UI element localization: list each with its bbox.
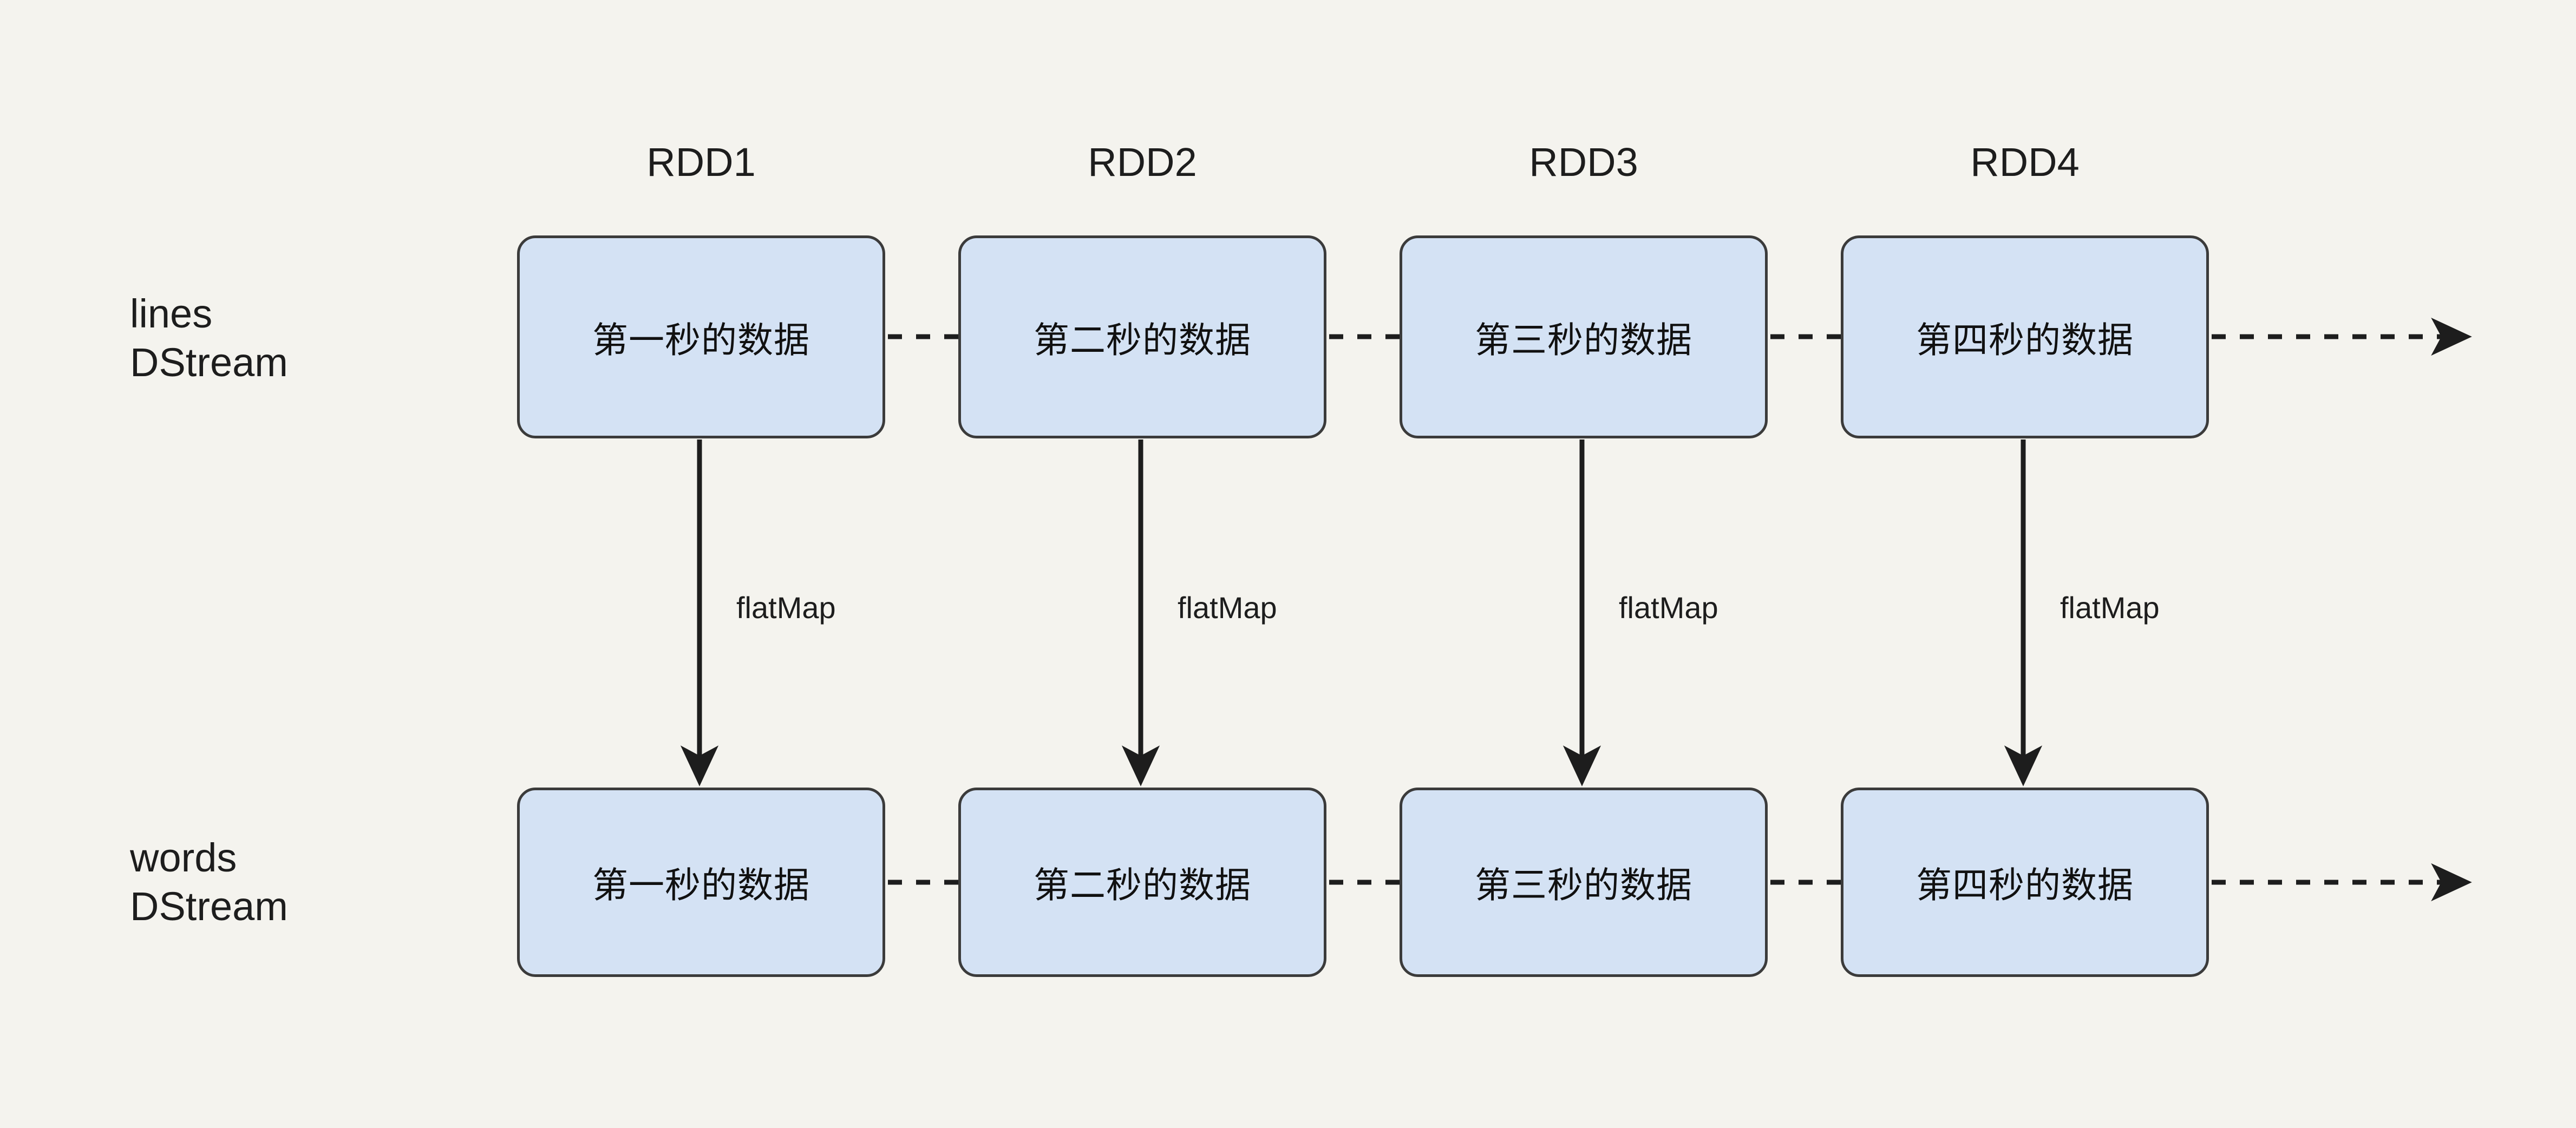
flatmap-label-2: flatMap bbox=[1178, 591, 1277, 625]
words-dstream-box-1[interactable]: 第一秒的数据 bbox=[517, 788, 885, 977]
column-header-rdd1: RDD1 bbox=[646, 140, 756, 185]
row-label-lines-line2: DStream bbox=[130, 340, 288, 385]
words-dstream-box-2[interactable]: 第二秒的数据 bbox=[958, 788, 1326, 977]
flatmap-label-3: flatMap bbox=[1619, 591, 1718, 625]
flatmap-label-4: flatMap bbox=[2060, 591, 2160, 625]
lines-dstream-box-2[interactable]: 第二秒的数据 bbox=[958, 235, 1326, 438]
row-label-words-line1: words bbox=[130, 835, 237, 880]
row-label-words-line2: DStream bbox=[130, 884, 288, 929]
row-label-words-dstream: words DStream bbox=[130, 834, 476, 932]
lines-dstream-box-3[interactable]: 第三秒的数据 bbox=[1400, 235, 1768, 438]
lines-dstream-box-1[interactable]: 第一秒的数据 bbox=[517, 235, 885, 438]
lines-dstream-box-4[interactable]: 第四秒的数据 bbox=[1841, 235, 2209, 438]
column-header-rdd2: RDD2 bbox=[1088, 140, 1197, 185]
row-label-lines-dstream: lines DStream bbox=[130, 290, 476, 388]
column-header-rdd4: RDD4 bbox=[1970, 140, 2080, 185]
row-label-lines-line1: lines bbox=[130, 291, 213, 336]
words-dstream-box-3[interactable]: 第三秒的数据 bbox=[1400, 788, 1768, 977]
words-dstream-box-4[interactable]: 第四秒的数据 bbox=[1841, 788, 2209, 977]
flatmap-label-1: flatMap bbox=[736, 591, 836, 625]
column-header-rdd3: RDD3 bbox=[1529, 140, 1638, 185]
flatmap-arrows bbox=[680, 440, 2043, 786]
